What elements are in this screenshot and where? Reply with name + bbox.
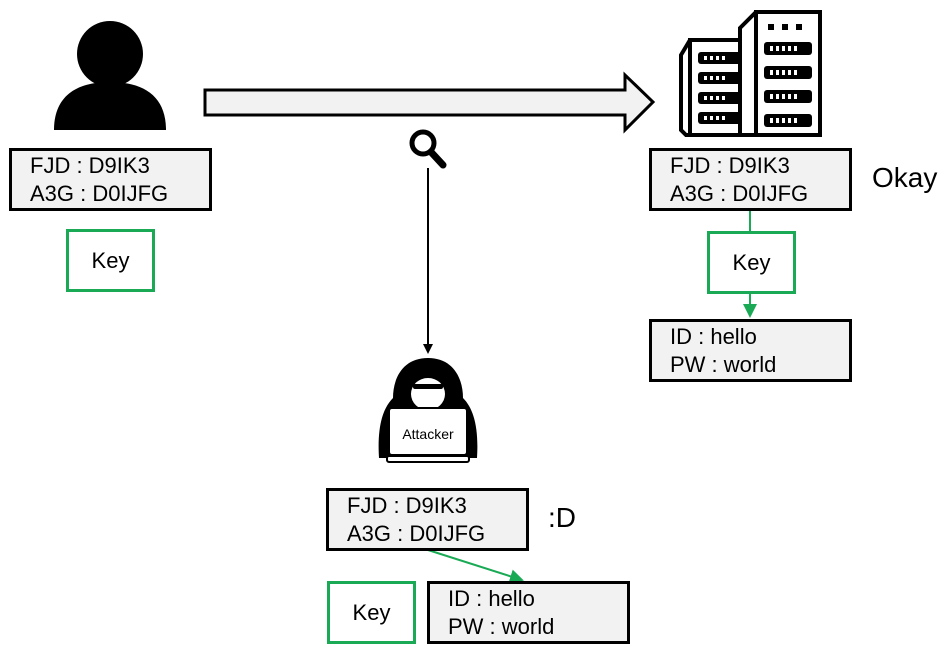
attacker-credential-line-2: A3G : D0IJFG (347, 520, 486, 546)
transmission-arrow (203, 71, 656, 134)
user-icon (54, 21, 166, 130)
hacker-icon (378, 358, 478, 463)
attacker-reaction-text: :D (548, 502, 576, 533)
server-icon (679, 10, 822, 137)
attacker-key-box: Key (327, 581, 416, 644)
server-result-box: ID : hello PW : world (649, 319, 852, 382)
attacker-result-line-2: PW : world (448, 613, 555, 639)
user-credential-line-2: A3G : D0IJFG (30, 180, 169, 206)
user-credential-line-1: FJD : D9IK3 (30, 152, 150, 178)
attacker-credential-line-1: FJD : D9IK3 (347, 492, 467, 518)
hacker-figure: Attacker (375, 356, 481, 466)
server-result-line-1: ID : hello (670, 323, 757, 349)
user-key-label: Key (91, 247, 130, 273)
server-key-label: Key (732, 249, 771, 275)
attacker-creds-to-result-arrow (427, 549, 524, 584)
attacker-result-line-1: ID : hello (448, 585, 535, 611)
server-key-box: Key (707, 231, 796, 294)
user-key-box: Key (66, 229, 155, 292)
attacker-credentials-box: FJD : D9IK3 A3G : D0IJFG (326, 488, 529, 551)
server-status-text: Okay (872, 162, 938, 193)
server-credential-line-2: A3G : D0IJFG (670, 180, 809, 206)
attacker-label: Attacker (402, 426, 454, 442)
server-result-line-2: PW : world (670, 351, 777, 377)
server-credential-line-1: FJD : D9IK3 (670, 152, 790, 178)
magnifier-icon (409, 129, 447, 169)
server-credentials-box: FJD : D9IK3 A3G : D0IJFG (649, 148, 852, 211)
attacker-key-label: Key (352, 599, 391, 625)
attacker-result-box: ID : hello PW : world (427, 581, 630, 644)
user-credentials-box: FJD : D9IK3 A3G : D0IJFG (9, 148, 212, 211)
